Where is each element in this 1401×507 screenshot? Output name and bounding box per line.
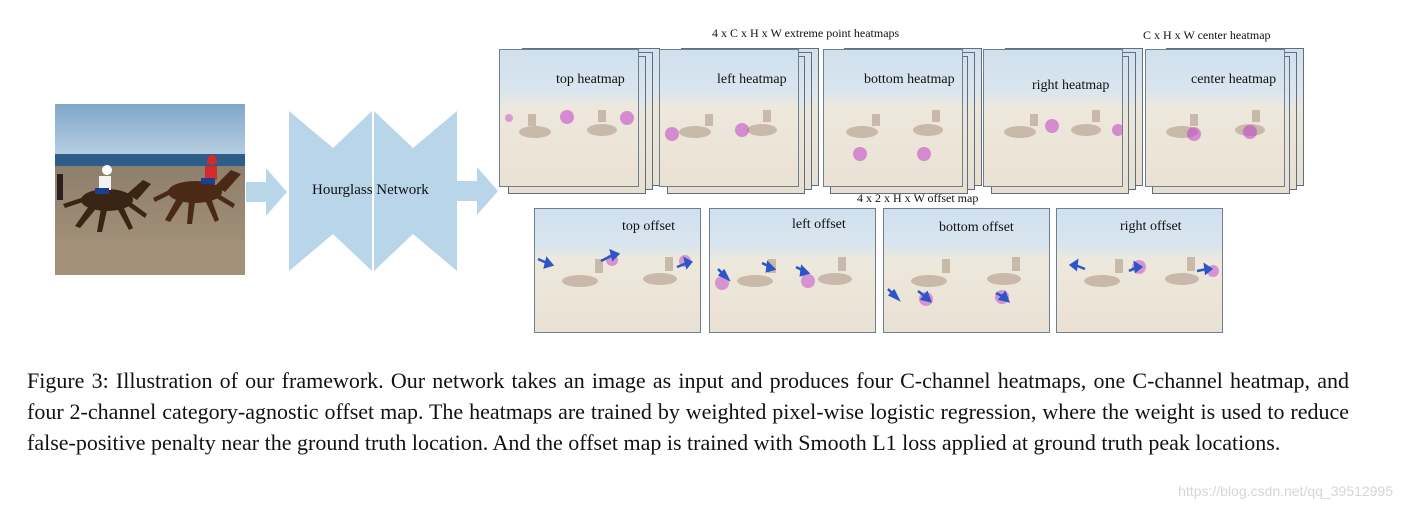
offset-panel-left: left offset [709,208,876,333]
hourglass-network [289,111,457,271]
offset-label: right offset [1120,219,1182,234]
offset-panel-top: top offset [534,208,701,333]
heatmap-panel: center heatmap [1145,49,1285,187]
heatmap-label: right heatmap [1032,78,1110,93]
heatmap-label: bottom heatmap [864,72,955,87]
watermark: https://blog.csdn.net/qq_39512995 [1178,483,1393,499]
input-image [55,104,245,275]
heatmap-panel: top heatmap [499,49,639,187]
offset-label: left offset [792,217,846,232]
heatmap-label: left heatmap [717,72,787,87]
heatmap-label: top heatmap [556,72,625,87]
heatmap-panel: right heatmap [983,49,1123,187]
offset-label: bottom offset [939,220,1014,235]
offset-panel-bottom: bottom offset [883,208,1050,333]
offset-label: top offset [622,219,676,234]
heatmap-label: center heatmap [1191,72,1277,87]
heatmap-panel: bottom heatmap [823,49,963,187]
offset-panel-right: right offset [1056,208,1223,333]
network-label: Hourglass Network [312,182,429,198]
output-arrow [457,167,498,215]
extreme-heatmaps-caption: 4 x C x H x W extreme point heatmaps [712,26,900,40]
figure-caption: Figure 3: Illustration of our framework.… [27,368,1349,455]
center-heatmap-caption: C x H x W center heatmap [1143,28,1271,42]
input-arrow [246,168,287,216]
heatmap-panel: left heatmap [659,49,799,187]
offset-map-caption: 4 x 2 x H x W offset map [857,191,979,205]
